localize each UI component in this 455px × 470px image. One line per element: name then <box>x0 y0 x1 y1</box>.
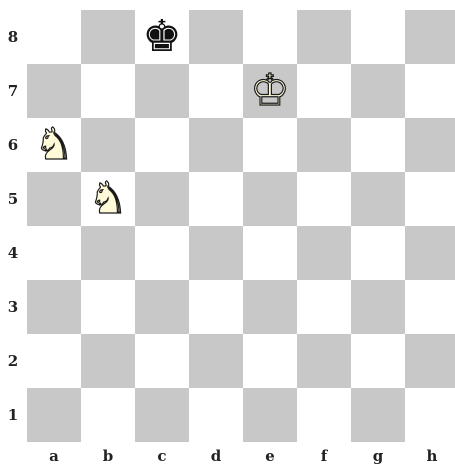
file-label-a: a <box>27 446 81 466</box>
rank-label-3: 3 <box>4 280 22 334</box>
square-c7[interactable] <box>135 64 189 118</box>
square-f4[interactable] <box>297 226 351 280</box>
square-d7[interactable] <box>189 64 243 118</box>
square-e2[interactable] <box>243 334 297 388</box>
square-d3[interactable] <box>189 280 243 334</box>
square-c3[interactable] <box>135 280 189 334</box>
square-b8[interactable] <box>81 10 135 64</box>
square-d1[interactable] <box>189 388 243 442</box>
square-b7[interactable] <box>81 64 135 118</box>
rank-label-5: 5 <box>4 172 22 226</box>
square-f8[interactable] <box>297 10 351 64</box>
square-b1[interactable] <box>81 388 135 442</box>
square-g6[interactable] <box>351 118 405 172</box>
square-h1[interactable] <box>405 388 455 442</box>
square-g1[interactable] <box>351 388 405 442</box>
square-d2[interactable] <box>189 334 243 388</box>
square-h6[interactable] <box>405 118 455 172</box>
rank-label-7: 7 <box>4 64 22 118</box>
square-g3[interactable] <box>351 280 405 334</box>
square-b6[interactable] <box>81 118 135 172</box>
square-h3[interactable] <box>405 280 455 334</box>
square-b5[interactable]: ♞ <box>81 172 135 226</box>
rank-label-8: 8 <box>4 10 22 64</box>
square-d5[interactable] <box>189 172 243 226</box>
square-f5[interactable] <box>297 172 351 226</box>
square-g7[interactable] <box>351 64 405 118</box>
square-b4[interactable] <box>81 226 135 280</box>
file-label-f: f <box>297 446 351 466</box>
square-a6[interactable]: ♞ <box>27 118 81 172</box>
square-g5[interactable] <box>351 172 405 226</box>
rank-label-4: 4 <box>4 226 22 280</box>
square-h8[interactable] <box>405 10 455 64</box>
square-d6[interactable] <box>189 118 243 172</box>
square-c8[interactable]: ♚ <box>135 10 189 64</box>
rank-label-2: 2 <box>4 334 22 388</box>
rank-label-1: 1 <box>4 388 22 442</box>
square-e1[interactable] <box>243 388 297 442</box>
square-a7[interactable] <box>27 64 81 118</box>
square-a8[interactable] <box>27 10 81 64</box>
square-h4[interactable] <box>405 226 455 280</box>
square-e4[interactable] <box>243 226 297 280</box>
square-h5[interactable] <box>405 172 455 226</box>
square-e6[interactable] <box>243 118 297 172</box>
square-d8[interactable] <box>189 10 243 64</box>
square-a2[interactable] <box>27 334 81 388</box>
square-h7[interactable] <box>405 64 455 118</box>
square-f7[interactable] <box>297 64 351 118</box>
square-g2[interactable] <box>351 334 405 388</box>
file-label-b: b <box>81 446 135 466</box>
square-a1[interactable] <box>27 388 81 442</box>
square-e8[interactable] <box>243 10 297 64</box>
square-g8[interactable] <box>351 10 405 64</box>
square-f2[interactable] <box>297 334 351 388</box>
file-label-h: h <box>405 446 455 466</box>
rank-label-6: 6 <box>4 118 22 172</box>
square-d4[interactable] <box>189 226 243 280</box>
square-b3[interactable] <box>81 280 135 334</box>
square-g4[interactable] <box>351 226 405 280</box>
square-e5[interactable] <box>243 172 297 226</box>
square-a5[interactable] <box>27 172 81 226</box>
square-e7[interactable]: ♔ <box>243 64 297 118</box>
square-c4[interactable] <box>135 226 189 280</box>
white-knight-icon[interactable]: ♞ <box>81 172 135 226</box>
file-label-e: e <box>243 446 297 466</box>
chess-board: ♚ ♔ ♞♞ <box>27 10 455 442</box>
square-h2[interactable] <box>405 334 455 388</box>
square-f1[interactable] <box>297 388 351 442</box>
file-label-c: c <box>135 446 189 466</box>
square-e3[interactable] <box>243 280 297 334</box>
square-a4[interactable] <box>27 226 81 280</box>
white-knight-icon[interactable]: ♞ <box>27 118 81 172</box>
square-b2[interactable] <box>81 334 135 388</box>
square-f6[interactable] <box>297 118 351 172</box>
square-c5[interactable] <box>135 172 189 226</box>
square-f3[interactable] <box>297 280 351 334</box>
square-c2[interactable] <box>135 334 189 388</box>
black-king-icon[interactable]: ♚ <box>135 10 189 64</box>
square-a3[interactable] <box>27 280 81 334</box>
file-label-g: g <box>351 446 405 466</box>
square-c6[interactable] <box>135 118 189 172</box>
file-label-d: d <box>189 446 243 466</box>
white-king-icon[interactable]: ♔ <box>243 64 297 118</box>
square-c1[interactable] <box>135 388 189 442</box>
